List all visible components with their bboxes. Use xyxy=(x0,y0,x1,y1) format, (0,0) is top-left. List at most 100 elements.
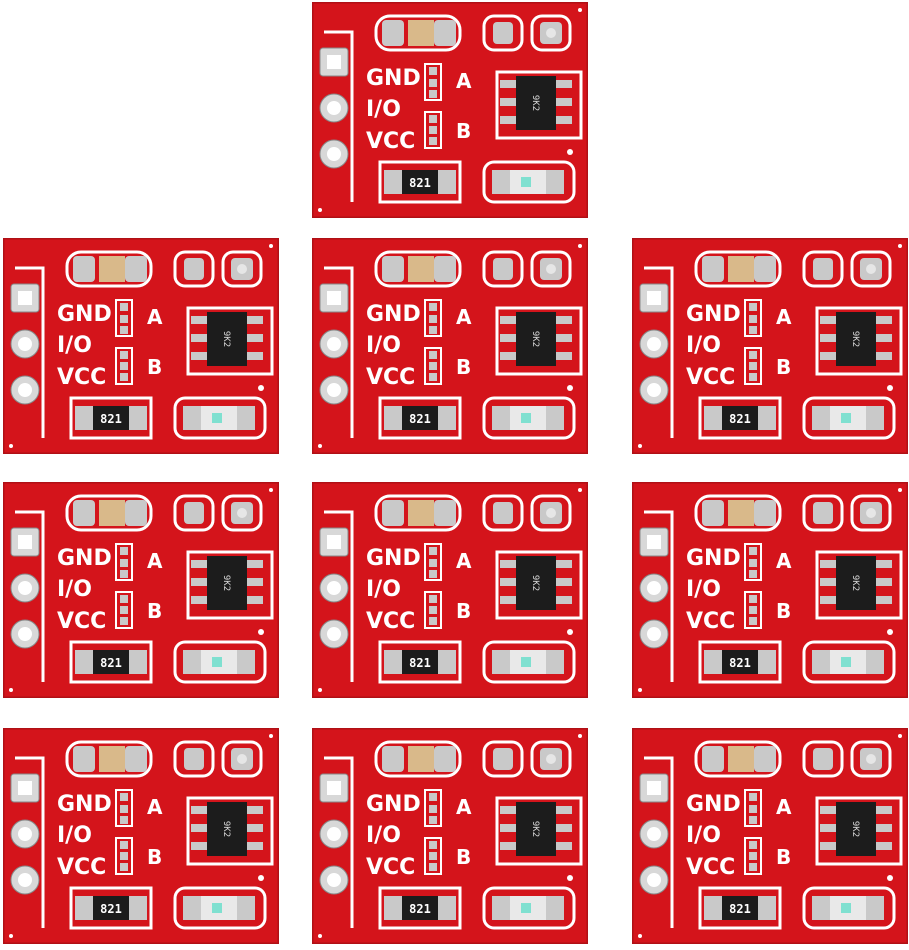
resistor-code: 821 xyxy=(729,412,751,426)
ic-lead-4 xyxy=(247,316,263,324)
pad-outline-1 xyxy=(482,14,524,52)
ic-lead-4 xyxy=(876,806,892,814)
led-pad-right xyxy=(546,896,564,920)
pin-label-io: I/O xyxy=(686,333,721,358)
header-hole-1 xyxy=(327,291,341,305)
jumper-label-b: B xyxy=(147,355,162,379)
resistor-pad-left xyxy=(75,896,93,920)
fiducial-1 xyxy=(318,208,322,212)
pad-2-dot xyxy=(546,754,556,764)
cap-outline xyxy=(694,494,782,532)
led-outline xyxy=(482,886,576,930)
jumper-b-pad-1 xyxy=(429,841,437,849)
resistor-pad-left xyxy=(384,170,402,194)
cap-pad-right xyxy=(125,500,147,526)
jumper-label-b: B xyxy=(147,845,162,869)
resistor-pad-right xyxy=(438,650,456,674)
pad-outline-2 xyxy=(850,250,892,288)
resistor-pad-left xyxy=(75,650,93,674)
fiducial-1 xyxy=(9,934,13,938)
touch-sensor-board-8: GND I/O VCC A B 9K2 xyxy=(3,728,279,944)
capacitor xyxy=(99,746,125,772)
resistor xyxy=(93,650,129,674)
resistor-pad-left xyxy=(704,896,722,920)
jumper-b-pad-1 xyxy=(749,595,757,603)
resistor-code: 821 xyxy=(100,656,122,670)
header-hole-1 xyxy=(647,291,661,305)
ic-lead-2 xyxy=(500,98,516,106)
jumper-a-outline xyxy=(115,789,133,827)
ic-lead-1 xyxy=(500,80,516,88)
led-pad-left xyxy=(812,896,830,920)
resistor-code: 821 xyxy=(100,902,122,916)
pin1-dot xyxy=(258,629,264,635)
touch-sensor-board-7: GND I/O VCC A B 9K2 xyxy=(632,482,908,698)
led-pad-right xyxy=(237,406,255,430)
pin-label-gnd: GND xyxy=(366,302,421,327)
led-outline xyxy=(173,396,267,440)
fiducial-2 xyxy=(898,244,902,248)
led-pad-left xyxy=(492,170,510,194)
pin-label-io: I/O xyxy=(366,97,401,122)
led-lens xyxy=(841,903,851,913)
ic-lead-6 xyxy=(247,596,263,604)
pin-label-io: I/O xyxy=(686,823,721,848)
ic-lead-2 xyxy=(820,578,836,586)
jumper-a-pad-1 xyxy=(429,793,437,801)
pad-outline-1 xyxy=(802,740,844,778)
capacitor xyxy=(408,746,434,772)
jumper-a-pad-3 xyxy=(120,570,128,578)
pad-outline-2 xyxy=(530,494,572,532)
jumper-b-pad-2 xyxy=(120,852,128,860)
cap-pad-right xyxy=(434,746,456,772)
jumper-a-pad-1 xyxy=(749,547,757,555)
ic-lead-5 xyxy=(876,824,892,832)
resistor-code: 821 xyxy=(409,176,431,190)
jumper-a-pad-1 xyxy=(429,67,437,75)
ic-lead-5 xyxy=(556,824,572,832)
jumper-a-pad-3 xyxy=(749,816,757,824)
header-hole-2 xyxy=(647,827,661,841)
jumper-b-outline xyxy=(424,591,442,629)
ic-marking: 9K2 xyxy=(530,821,540,837)
jumper-a-outline xyxy=(115,299,133,337)
ic-lead-2 xyxy=(500,824,516,832)
pin-label-gnd: GND xyxy=(686,546,741,571)
resistor-outline xyxy=(378,396,462,440)
pin-label-gnd: GND xyxy=(57,302,112,327)
led-lens xyxy=(521,903,531,913)
jumper-label-b: B xyxy=(456,599,471,623)
header-hole-2 xyxy=(327,581,341,595)
ic-lead-1 xyxy=(820,806,836,814)
ic-lead-3 xyxy=(500,842,516,850)
jumper-b-pad-2 xyxy=(120,362,128,370)
touch-sensor-board-4: GND I/O VCC A B 9K2 xyxy=(632,238,908,454)
pad-2-dot xyxy=(866,264,876,274)
ic-lead-6 xyxy=(556,352,572,360)
header-outline xyxy=(15,756,45,928)
jumper-a-pad-1 xyxy=(120,303,128,311)
ic-lead-3 xyxy=(500,596,516,604)
led-pad-right xyxy=(237,896,255,920)
ic-lead-2 xyxy=(191,334,207,342)
jumper-a-pad-3 xyxy=(749,570,757,578)
pad-outline-1 xyxy=(482,250,524,288)
jumper-a-pad-2 xyxy=(120,315,128,323)
cap-outline xyxy=(374,740,462,778)
header-hole-3 xyxy=(18,383,32,397)
jumper-a-pad-1 xyxy=(429,303,437,311)
pad-2-dot xyxy=(546,28,556,38)
jumper-a-pad-2 xyxy=(429,805,437,813)
jumper-label-a: A xyxy=(456,795,472,819)
ic-lead-5 xyxy=(876,578,892,586)
header-hole-3 xyxy=(327,873,341,887)
touch-sensor-board-6: GND I/O VCC A B 9K2 xyxy=(312,482,588,698)
pin-label-vcc: VCC xyxy=(366,365,415,390)
led-outline xyxy=(802,886,896,930)
led-outline xyxy=(802,396,896,440)
cap-pad-left xyxy=(382,500,404,526)
ic-outline xyxy=(495,70,583,140)
ic-lead-6 xyxy=(556,842,572,850)
capacitor xyxy=(99,500,125,526)
header-hole-2 xyxy=(327,337,341,351)
